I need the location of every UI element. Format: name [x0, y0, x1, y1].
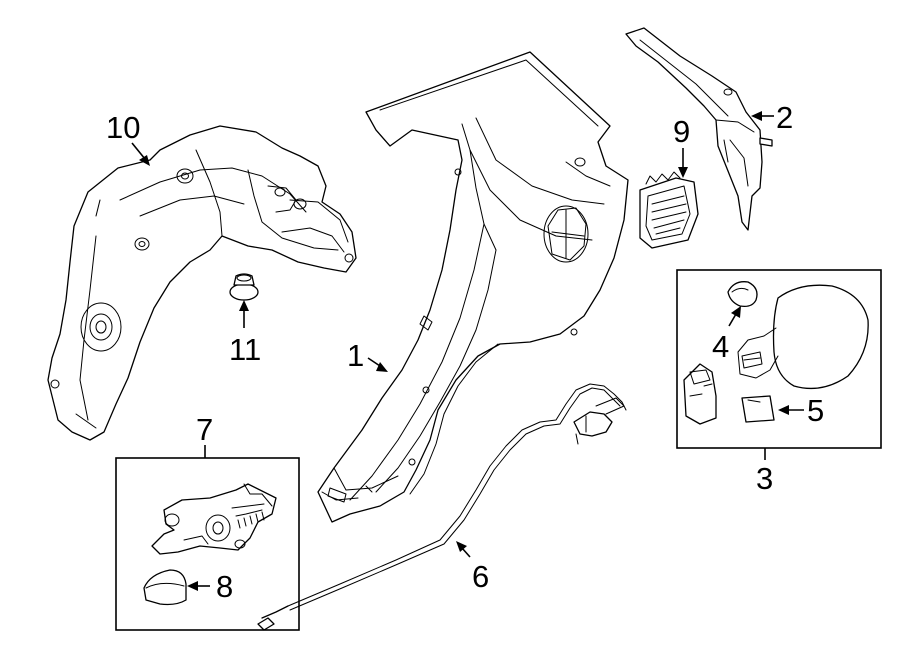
callout-9: 9 [673, 114, 690, 149]
callout-6: 6 [472, 559, 489, 594]
lock-part [151, 483, 277, 555]
part-7-box [115, 457, 300, 631]
callout-4: 4 [712, 329, 729, 364]
callout-11: 11 [229, 332, 261, 367]
lock-cap-part [143, 569, 187, 606]
fuel-door-group [676, 269, 882, 449]
bracket-part [625, 27, 773, 231]
fuel-door-panel [772, 284, 869, 390]
callout-7: 7 [196, 412, 213, 447]
clip-part [229, 273, 259, 301]
cap-part [727, 281, 758, 308]
callout-3: 3 [756, 461, 773, 496]
quarter-panel-part [317, 51, 629, 523]
callout-1: 1 [347, 338, 364, 373]
callout-5: 5 [807, 393, 824, 428]
pad-part [741, 395, 775, 423]
grille-part [639, 171, 699, 249]
cable-part [257, 383, 627, 631]
callout-labels: 10 11 1 2 9 4 5 3 6 7 8 [106, 100, 824, 604]
callout-10: 10 [106, 110, 140, 145]
wheel-liner-part [47, 125, 357, 441]
lock-group [115, 457, 300, 631]
part-3-box [676, 269, 882, 449]
leader-lines [131, 111, 804, 591]
callout-8: 8 [216, 569, 233, 604]
callout-2: 2 [776, 100, 793, 135]
